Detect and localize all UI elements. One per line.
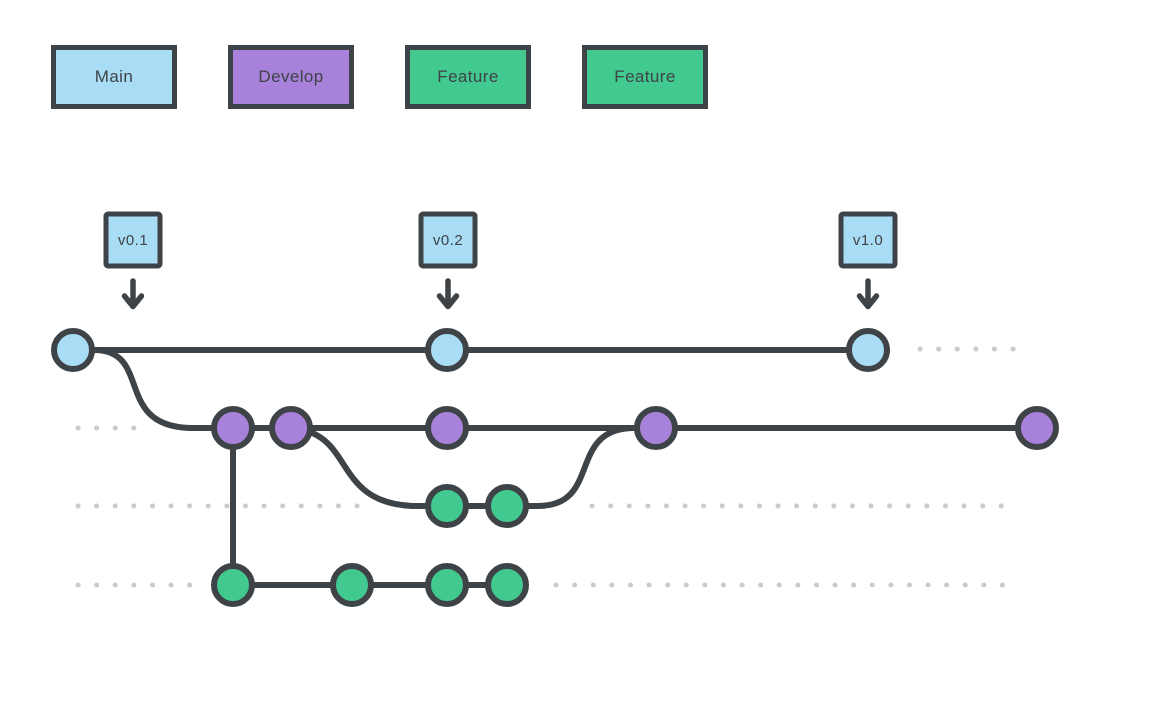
commit-node-main bbox=[425, 328, 469, 372]
release-tag: v1.0 bbox=[838, 211, 898, 310]
down-arrow-icon bbox=[436, 278, 460, 310]
tag-label: v0.1 bbox=[118, 232, 148, 249]
tag-box bbox=[838, 211, 898, 269]
commit-node-develop bbox=[425, 406, 469, 450]
commit-node-feature bbox=[330, 563, 374, 607]
down-arrow-icon bbox=[121, 278, 145, 310]
commit-node-feature bbox=[425, 563, 469, 607]
branch-link-main-to-develop bbox=[70, 347, 236, 431]
down-arrow-icon bbox=[856, 278, 880, 310]
release-tag: v0.2 bbox=[418, 211, 478, 310]
commit-node-feature bbox=[425, 484, 469, 528]
tag-label: v0.2 bbox=[433, 232, 463, 249]
tag-label: v1.0 bbox=[853, 232, 883, 249]
branch-link-develop-to-feature1 bbox=[288, 425, 450, 509]
tag-box bbox=[103, 211, 163, 269]
commit-node-feature bbox=[211, 563, 255, 607]
commit-node-develop bbox=[211, 406, 255, 450]
commit-node-develop bbox=[269, 406, 313, 450]
commit-node-feature bbox=[485, 484, 529, 528]
commit-node-develop bbox=[634, 406, 678, 450]
tag-box bbox=[418, 211, 478, 269]
release-tag: v0.1 bbox=[103, 211, 163, 310]
commit-node-develop bbox=[1015, 406, 1059, 450]
commit-node-main bbox=[51, 328, 95, 372]
commit-node-feature bbox=[485, 563, 529, 607]
commit-node-main bbox=[846, 328, 890, 372]
branch-link-feature1-to-develop bbox=[504, 425, 659, 509]
